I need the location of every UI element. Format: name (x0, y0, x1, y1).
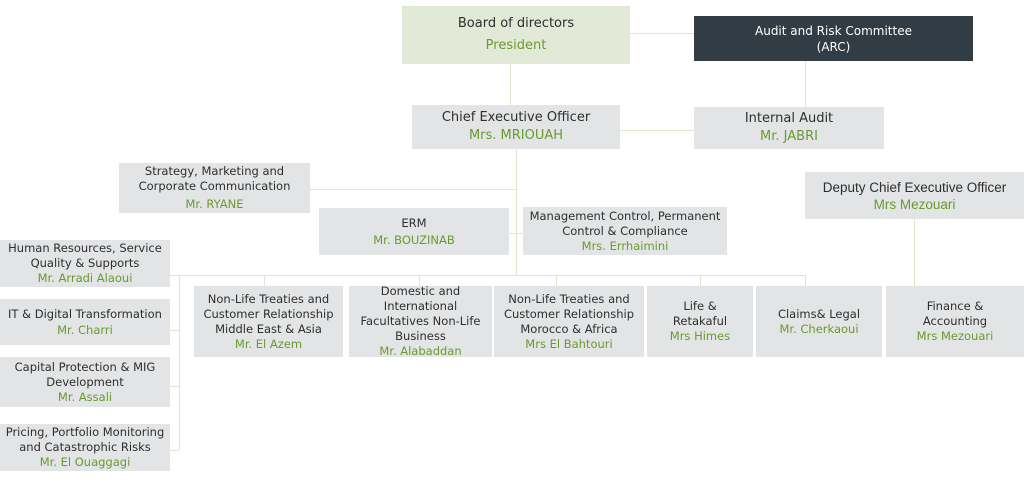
bottom-unit-title: Non-Life Treaties and Customer Relations… (503, 291, 635, 336)
arc-title: Audit and Risk Committee (755, 23, 912, 38)
management-control-title: Management Control, Permanent Control & … (529, 208, 721, 238)
left-unit-hr[interactable]: Human Resources, Service Quality & Suppo… (0, 240, 170, 287)
connector-arc-audit (805, 61, 806, 107)
left-unit-name: Mr. Assali (57, 389, 113, 404)
connector-erm-mgmt (509, 233, 523, 234)
left-unit-title: Pricing, Portfolio Monitoring and Catast… (5, 425, 165, 454)
arc-subtitle: (ARC) (816, 39, 851, 54)
connector-left-3 (170, 386, 179, 387)
bottom-unit-title: Domestic and International Facultatives … (360, 284, 481, 343)
bottom-unit-name: Mr. El Azem (234, 336, 303, 351)
deputy-ceo-box[interactable]: Deputy Chief Executive Officer Mrs Mezou… (805, 172, 1024, 219)
left-unit-title: Human Resources, Service Quality & Suppo… (8, 241, 162, 270)
bottom-unit-morocco-africa[interactable]: Non-Life Treaties and Customer Relations… (494, 286, 644, 357)
audit-risk-committee-box[interactable]: Audit and Risk Committee (ARC) (694, 16, 973, 61)
bottom-unit-title: Non-Life Treaties and Customer Relations… (203, 291, 334, 336)
erm-box[interactable]: ERM Mr. BOUZINAB (319, 208, 509, 255)
management-control-box[interactable]: Management Control, Permanent Control & … (523, 207, 727, 255)
erm-name: Mr. BOUZINAB (373, 232, 455, 247)
bottom-unit-name: Mrs Mezouari (916, 329, 994, 343)
connector-drop-2 (419, 275, 420, 286)
connector-drop-3 (556, 275, 557, 286)
left-unit-it[interactable]: IT & Digital Transformation Mr. Charri (0, 299, 170, 345)
ceo-box[interactable]: Chief Executive Officer Mrs. MRIOUAH (412, 105, 620, 149)
internal-audit-name: Mr. JABRI (760, 129, 818, 144)
deputy-name: Mrs Mezouari (873, 196, 956, 212)
left-unit-title: IT & Digital Transformation (8, 306, 162, 321)
connector-deputy-finance (914, 219, 915, 286)
left-unit-title: Capital Protection & MIG Development (14, 359, 156, 389)
connector-strategy (310, 189, 516, 190)
bottom-unit-finance[interactable]: Finance & Accounting Mrs Mezouari (886, 286, 1024, 357)
left-unit-name: Mr. Charri (57, 322, 113, 337)
board-title: Board of directors (457, 16, 575, 31)
bottom-unit-middle-east[interactable]: Non-Life Treaties and Customer Relations… (194, 286, 343, 357)
connector-drop-4 (700, 275, 701, 286)
connector-ceo-trunk (516, 149, 517, 275)
left-unit-name: Mr. El Ouaggagi (39, 455, 131, 469)
connector-left-trunk (179, 275, 180, 450)
left-unit-capital[interactable]: Capital Protection & MIG Development Mr.… (0, 357, 170, 407)
connector-drop-5 (805, 275, 806, 286)
bottom-unit-claims-legal[interactable]: Claims& Legal Mr. Cherkaoui (756, 286, 882, 357)
deputy-title: Deputy Chief Executive Officer (822, 179, 1007, 195)
bottom-unit-name: Mrs El Bahtouri (525, 336, 613, 351)
connector-board-ceo (510, 64, 511, 105)
bottom-unit-life-retakaful[interactable]: Life & Retakaful Mrs Himes (647, 286, 753, 357)
bottom-unit-name: Mrs Himes (669, 329, 731, 343)
bottom-unit-name: Mr. Alabaddan (379, 344, 462, 358)
connector-drop-1 (264, 275, 265, 286)
connector-board-arc (630, 33, 694, 34)
erm-title: ERM (401, 215, 427, 230)
strategy-name: Mr. RYANE (185, 197, 244, 211)
bottom-unit-title: Claims& Legal (777, 306, 861, 321)
board-of-directors-box[interactable]: Board of directors President (402, 6, 630, 64)
connector-left-2 (170, 330, 179, 331)
internal-audit-title: Internal Audit (744, 111, 834, 126)
bottom-unit-facultatives[interactable]: Domestic and International Facultatives … (349, 284, 492, 358)
strategy-title: Strategy, Marketing and Corporate Commun… (138, 164, 291, 193)
board-name: President (485, 38, 547, 53)
left-unit-pricing[interactable]: Pricing, Portfolio Monitoring and Catast… (0, 424, 170, 471)
strategy-box[interactable]: Strategy, Marketing and Corporate Commun… (119, 163, 310, 213)
connector-ceo-audit (620, 130, 694, 131)
internal-audit-box[interactable]: Internal Audit Mr. JABRI (694, 107, 884, 149)
management-control-name: Mrs. Errhaimini (581, 238, 669, 253)
bottom-unit-name: Mr. Cherkaoui (779, 321, 859, 336)
bottom-unit-title: Life & Retakaful (672, 299, 728, 328)
ceo-title: Chief Executive Officer (441, 110, 591, 125)
connector-bottom-bus (170, 275, 806, 276)
bottom-unit-title: Finance & Accounting (922, 299, 988, 328)
connector-left-4 (170, 450, 179, 451)
left-unit-name: Mr. Arradi Alaoui (37, 271, 133, 285)
ceo-name: Mrs. MRIOUAH (468, 128, 564, 143)
